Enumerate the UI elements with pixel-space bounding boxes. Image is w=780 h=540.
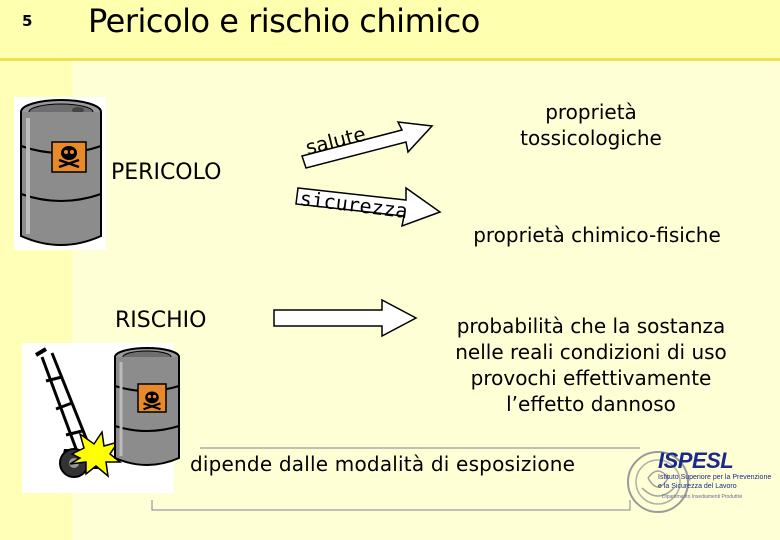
slide-number: 5 xyxy=(22,12,33,30)
logo-line2: e la Sicurezza del Lavoro xyxy=(658,483,737,490)
rischio-label: RISCHIO xyxy=(115,308,207,333)
outcome-tossicologiche: proprietà tossicologiche xyxy=(520,100,662,150)
header-band xyxy=(0,0,780,60)
arrow-right-icon xyxy=(295,186,442,228)
impact-burst-icon xyxy=(69,429,123,478)
header-rule xyxy=(0,58,780,61)
logo-brand: ISPESL xyxy=(658,448,734,473)
slide-title: Pericolo e rischio chimico xyxy=(88,2,480,40)
pericolo-label: PERICOLO xyxy=(111,160,222,185)
bracket-line xyxy=(151,447,640,511)
skull-crossbones-icon xyxy=(58,146,80,169)
barrel-icon xyxy=(20,99,102,246)
outcome-probabilita: probabilità che la sostanza nelle reali … xyxy=(455,314,727,416)
logo-line1: Istituto Superiore per la Prevenzione xyxy=(658,474,772,481)
footer-dipende: dipende dalle modalità di esposizione xyxy=(190,452,576,476)
arrow-right-icon xyxy=(301,121,434,169)
arrow-right-icon xyxy=(273,298,418,338)
outcome-chimico-fisiche: proprietà chimico-fisiche xyxy=(473,223,721,247)
seal-icon xyxy=(627,451,689,513)
logo-line3: Dipartimento Insediamenti Produttivi xyxy=(662,494,743,500)
skull-crossbones-icon xyxy=(143,391,161,411)
